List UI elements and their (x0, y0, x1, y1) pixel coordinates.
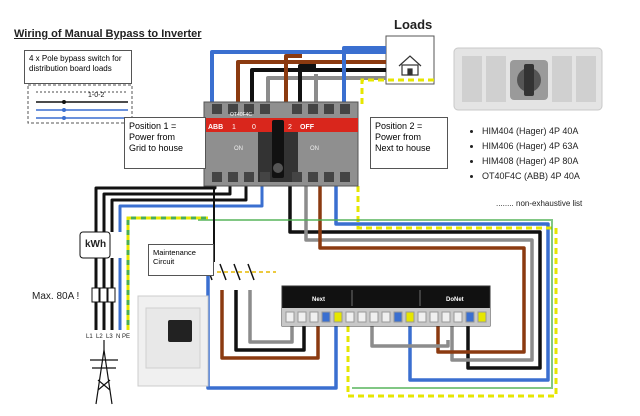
phase-label-l1: L1 (86, 334, 93, 340)
models-list: HIM404 (Hager) 4P 40A HIM406 (Hager) 4P … (466, 124, 580, 184)
switch-off-label: OFF (300, 124, 315, 131)
phase-label-pe: PE (122, 334, 131, 340)
switch-on-right: ON (310, 146, 319, 152)
loads-box (385, 35, 435, 85)
model-item: HIM404 (Hager) 4P 40A (482, 124, 580, 139)
switch-photo (453, 47, 603, 111)
bypass-note-line2: distribution board loads (29, 64, 112, 73)
switch-brand: ABB (208, 124, 223, 131)
maintenance-line1: Maintenance (153, 248, 196, 257)
earth-wire-loads (360, 78, 434, 104)
models-note: ........ non-exhaustive list (496, 199, 583, 208)
earth-wire-grid-stripe (126, 216, 208, 330)
model-item: HIM406 (Hager) 4P 63A (482, 139, 580, 154)
phase-label-n: N (116, 334, 121, 340)
position1-box: Position 1 = Power from Grid to house (124, 117, 206, 169)
position1-line1: Position 1 = (129, 121, 177, 131)
earth-wire-inverter-green (198, 219, 553, 389)
bypass-schematic (27, 84, 133, 124)
model-item: OT40F4C (ABB) 4P 40A (482, 169, 580, 184)
output-wires (210, 46, 386, 102)
inverter-brand-right: DoNet (446, 297, 464, 303)
inverter-terminal-block (281, 285, 491, 327)
position2-line2: Power from (375, 132, 422, 142)
position2-box: Position 2 = Power from Next to house (370, 117, 448, 169)
inverter-photo (137, 295, 209, 387)
grid-wires (94, 186, 264, 330)
maintenance-line2: Circuit (153, 257, 175, 266)
bypass-note-box: 4 x Pole bypass switch for distribution … (24, 50, 132, 84)
max-current-label: Max. 80A ! (32, 291, 80, 302)
position1-line3: Grid to house (129, 143, 184, 153)
pylon-icon (90, 340, 118, 405)
position1-line2: Power from (129, 132, 176, 142)
bypass-note-line1: 4 x Pole bypass switch for (29, 54, 122, 63)
kwh-label: kWh (85, 239, 107, 250)
switch-pos-mid: 0 (252, 124, 256, 131)
loads-label: Loads (394, 17, 433, 32)
maintenance-wires (206, 186, 338, 390)
house-icon (398, 55, 422, 76)
bypass-switch (203, 101, 359, 187)
phase-label-l2: L2 (96, 334, 103, 340)
kwh-meter (79, 231, 111, 259)
switch-pos-right: 2 (288, 124, 292, 131)
position2-line1: Position 2 = (375, 121, 423, 131)
schematic-label: 1-0-2 (88, 92, 104, 99)
model-item: HIM408 (Hager) 4P 80A (482, 154, 580, 169)
inverter-wires (288, 186, 550, 382)
switch-model: OT40F4C (230, 112, 252, 118)
diagram-title: Wiring of Manual Bypass to Inverter (14, 28, 202, 40)
switch-pos-left: 1 (232, 124, 236, 131)
phase-label-l3: L3 (106, 334, 113, 340)
maintenance-box: Maintenance Circuit (148, 244, 214, 276)
main-fuses (91, 287, 116, 303)
position2-line3: Next to house (375, 143, 431, 153)
inverter-brand-left: Next (312, 297, 325, 303)
switch-on-left: ON (234, 146, 243, 152)
